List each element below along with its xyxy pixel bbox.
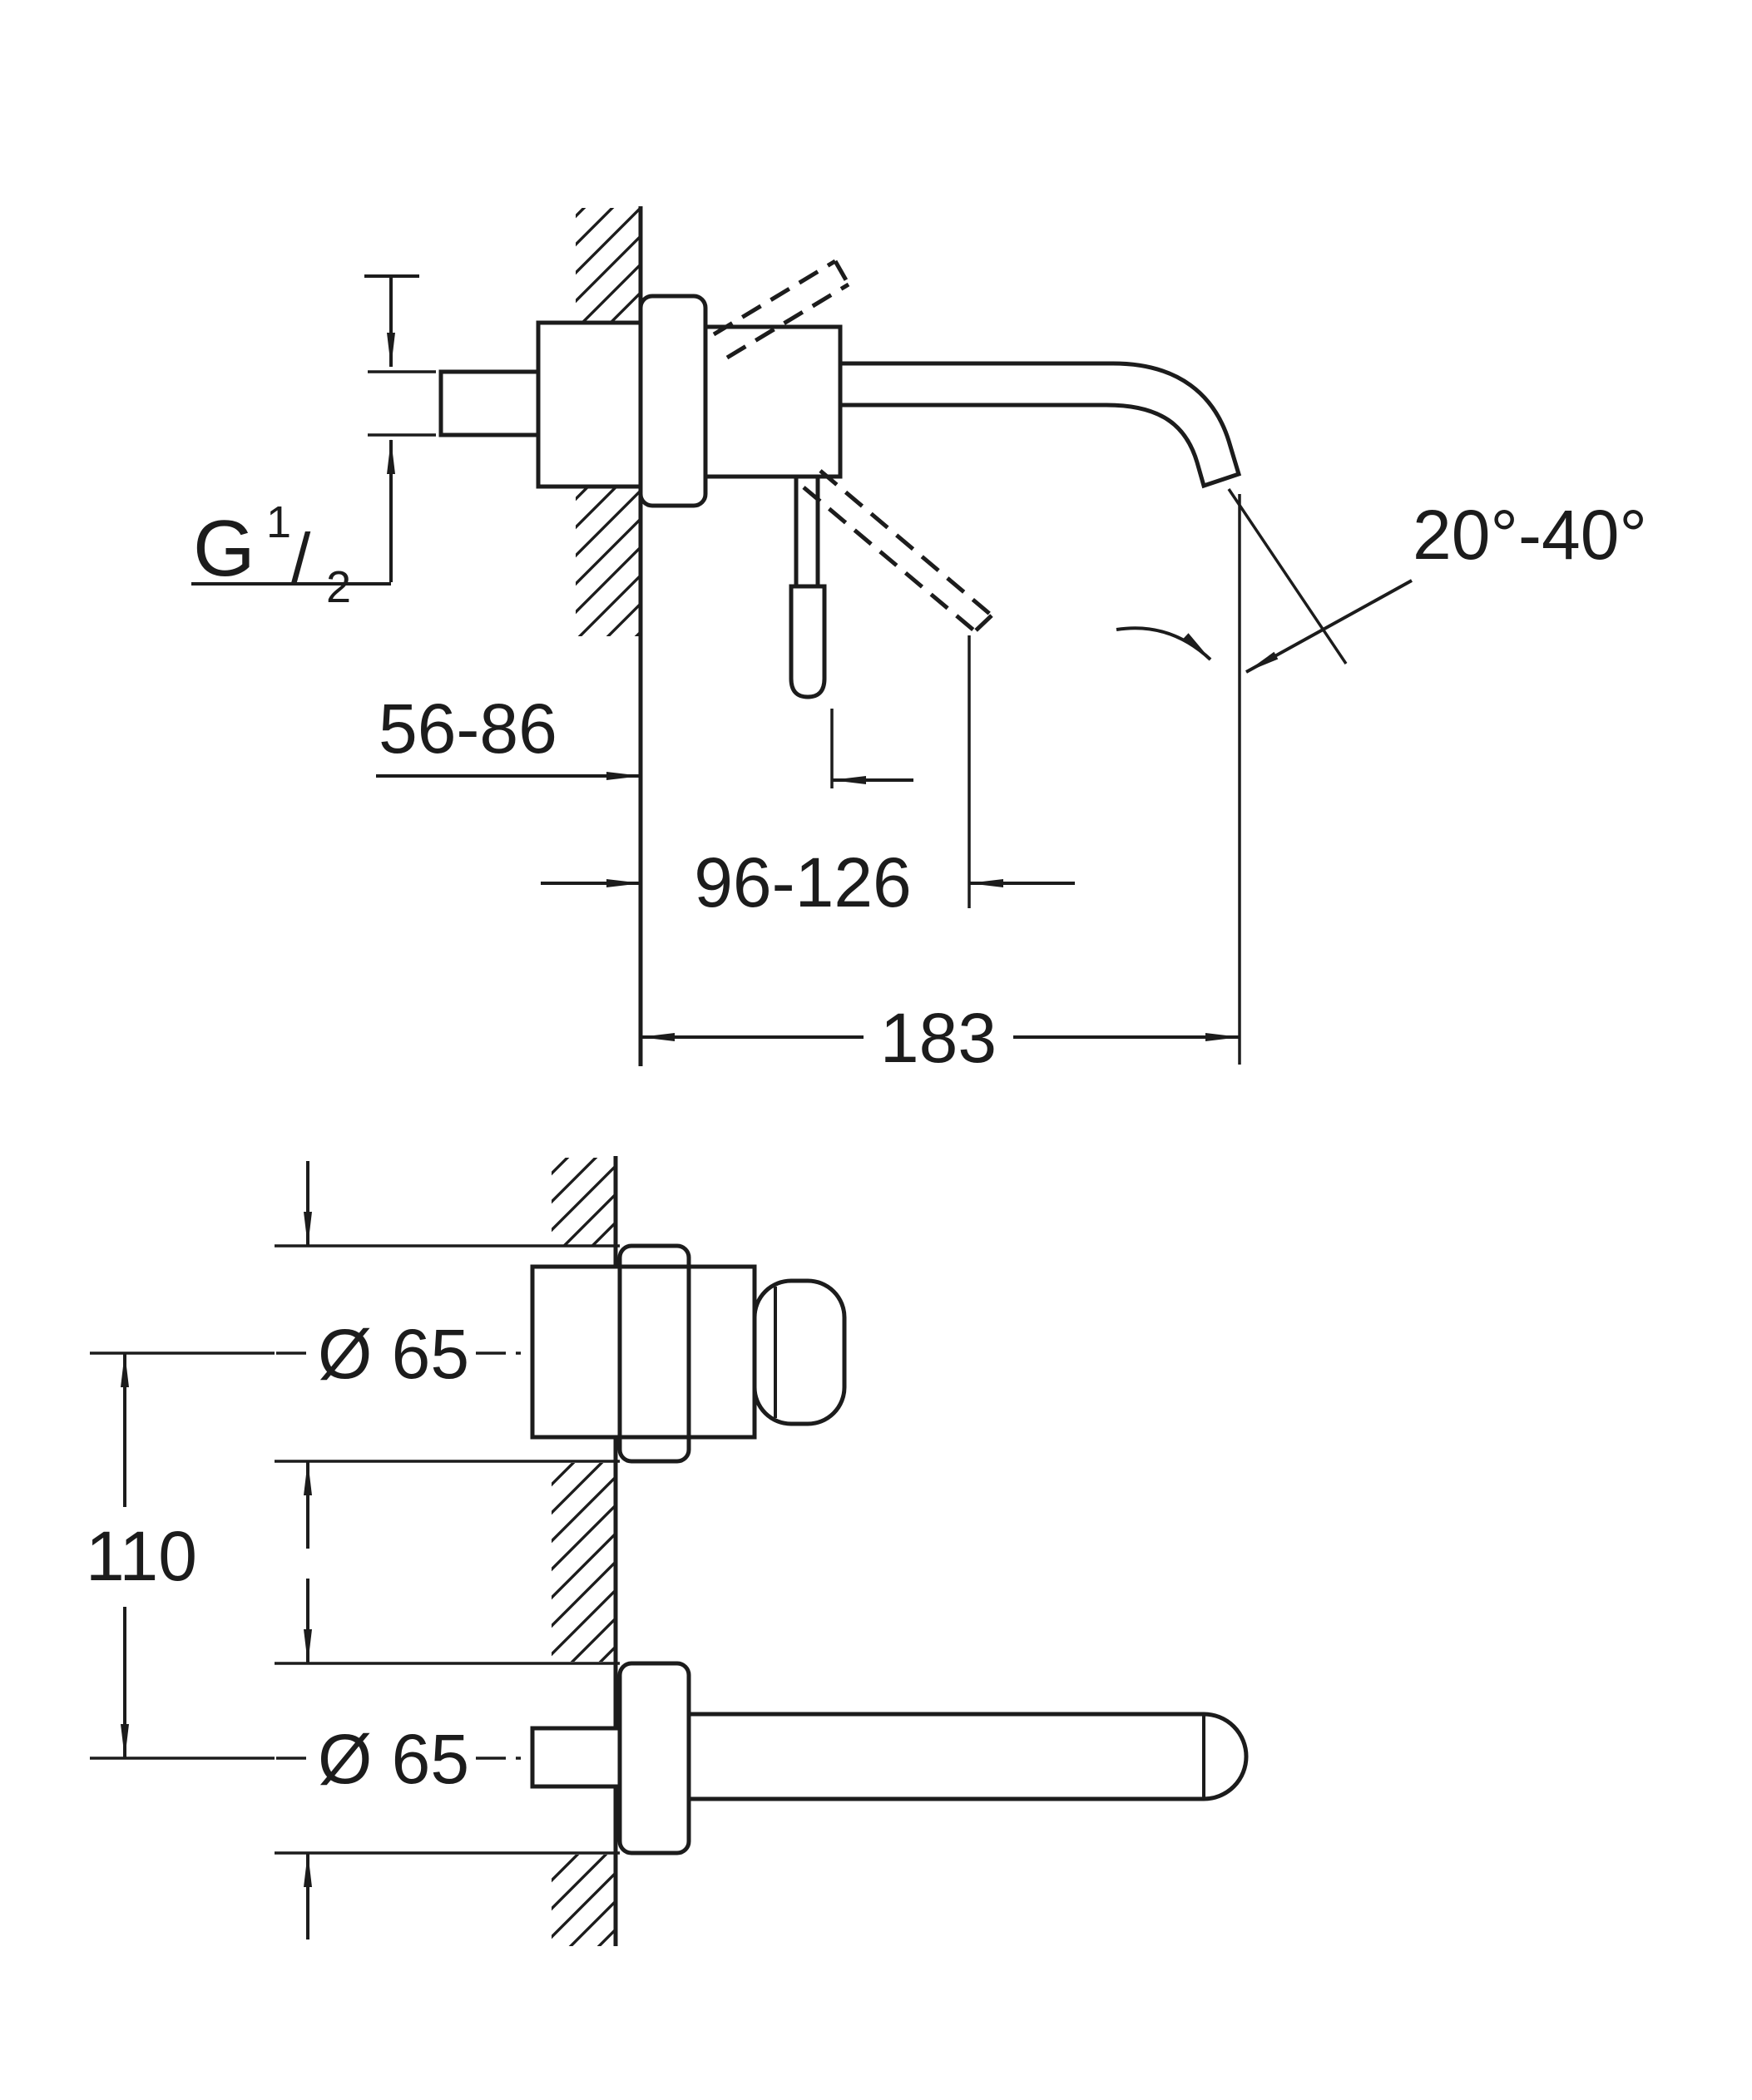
dimension-depth-range: 56-86 (376, 689, 641, 780)
wall-hatching-plan-top (552, 1158, 616, 1246)
mixer-escutcheon-plan (617, 1243, 691, 1464)
spout-supply-plan (530, 1726, 622, 1789)
label-thread-g: G (193, 504, 255, 593)
supply-pipe (438, 369, 541, 437)
label-thread-numerator: 1 (266, 497, 291, 547)
dimension-thread: G 1 / 2 (191, 274, 436, 612)
spout-side (838, 361, 1242, 489)
label-handle-projection: 96-126 (694, 843, 912, 922)
lever-stem (794, 474, 820, 589)
label-center-distance: 110 (86, 1517, 197, 1595)
lever-paddle (789, 584, 827, 699)
label-spout-diameter: Ø 65 (318, 1720, 469, 1798)
label-thread-denominator: 2 (326, 562, 351, 612)
wall-hatching-plan-bottom (552, 1855, 616, 1946)
dimension-spout-diameter: Ø 65 (275, 1579, 620, 1939)
lever-raised-dashed (712, 259, 851, 360)
label-top-diameter: Ø 65 (318, 1315, 469, 1393)
dimension-center-distance: 110 (86, 1351, 275, 1760)
wall-hatching-plan-middle (552, 1463, 616, 1662)
label-thread-slash: / (291, 519, 311, 597)
spout-tube-plan (686, 1712, 1249, 1801)
label-spout-angle: 20°-40° (1413, 496, 1647, 574)
dimension-spout-angle: 20°-40° (1116, 488, 1647, 674)
dimension-handle-projection: 96-126 (541, 635, 1075, 922)
inwall-body (536, 320, 643, 489)
lever-tilted-dashed (802, 469, 993, 633)
side-view: G 1 / 2 56-86 96-126 (191, 206, 1647, 1077)
mixer-unit-plan (276, 1243, 847, 1464)
label-depth-range: 56-86 (379, 689, 557, 768)
dimension-spout-length: 183 (640, 494, 1241, 1077)
spout-unit-plan (276, 1661, 1249, 1855)
spout-escutcheon-plan (617, 1661, 691, 1855)
plan-view: Ø 65 Ø 65 110 (86, 1156, 1249, 1946)
mixer-body-plan (530, 1264, 757, 1440)
label-spout-length: 183 (880, 999, 997, 1077)
mixer-head (703, 324, 843, 479)
dimension-top-diameter: Ø 65 (275, 1161, 620, 1549)
escutcheon-side (638, 294, 708, 508)
mixer-knob-plan (752, 1278, 847, 1426)
